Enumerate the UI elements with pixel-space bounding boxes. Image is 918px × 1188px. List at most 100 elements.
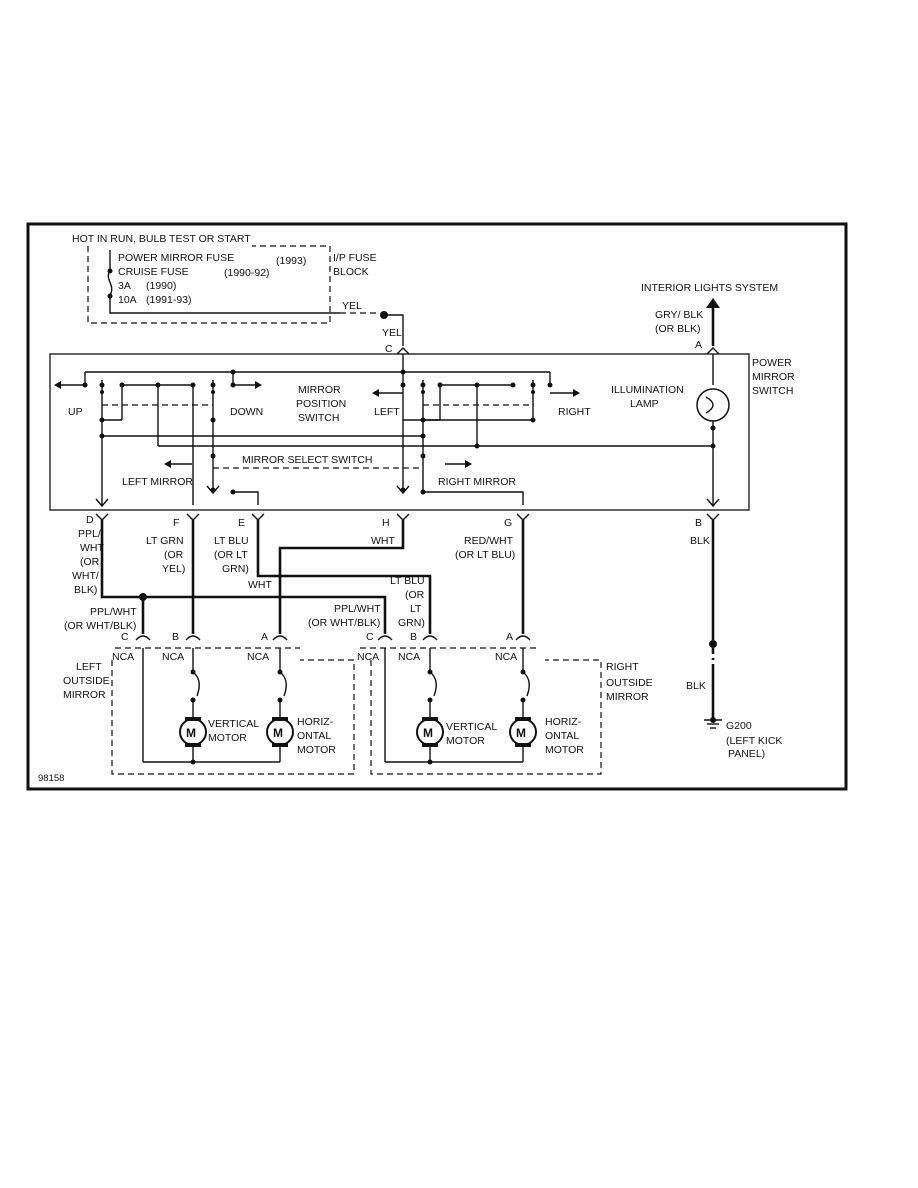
left-horizontal-motor-m: M [273, 726, 283, 740]
right-label: RIGHT [558, 406, 591, 418]
interior-lights-connection: INTERIOR LIGHTS SYSTEM GRY/ BLK (OR BLK)… [641, 282, 778, 355]
right-horizontal-label-3: MOTOR [545, 744, 584, 756]
fuse-year-1993: (1993) [276, 255, 306, 267]
ground-name: G200 [726, 720, 752, 732]
left-outside-mirror: C B A NCA NCA NCA LEFT OUTSIDE MIRROR M … [63, 631, 355, 775]
right-nca-3: NCA [495, 651, 517, 663]
power-mirror-switch-title-2: MIRROR [752, 371, 795, 383]
fuse-amp-3a: 3A [118, 280, 131, 292]
fuse-amp-10a-year: (1991-93) [146, 294, 192, 306]
power-mirror-fuse-text: POWER MIRROR FUSE [118, 252, 234, 264]
h-wire: WHT [371, 535, 395, 547]
fuse-year-1990-92: (1990-92) [224, 267, 270, 279]
power-mirror-switch-title-3: SWITCH [752, 385, 793, 397]
or-blk-wire: (OR BLK) [655, 323, 701, 335]
d-wire-4: WHT/ [72, 570, 99, 582]
e-wire-1: LT BLU [214, 535, 249, 547]
left-pin-b: B [172, 631, 179, 643]
d-wire-2: WHT [80, 542, 104, 554]
harness-wires [100, 520, 717, 718]
e-wire-3: GRN) [222, 563, 249, 575]
ppl-left-2: (OR WHT/BLK) [64, 620, 136, 632]
wht-mid-label: WHT [248, 579, 272, 591]
ground-blk-wire: BLK [686, 680, 706, 692]
d-wire-1: PPL/ [78, 528, 101, 540]
ltblu-mid-2: (OR [405, 589, 425, 601]
pin-a-label: A [695, 339, 702, 351]
ground-g200: BLK G200 (LEFT KICK PANEL) [686, 680, 782, 760]
left-pin-c: C [121, 631, 129, 643]
pin-c-label: C [385, 343, 393, 355]
ltblu-mid-1: LT BLU [390, 575, 425, 587]
right-nca-2: NCA [398, 651, 420, 663]
g-wire-2: (OR LT BLU) [455, 549, 515, 561]
fuse-amp-10a: 10A [118, 294, 137, 306]
conn-f: F [173, 517, 179, 529]
mirror-position-switch-3: SWITCH [298, 412, 339, 424]
left-vertical-motor-m: M [186, 726, 196, 740]
fuse-amp-3a-year: (1990) [146, 280, 176, 292]
mirror-position-switch-1: MIRROR [298, 384, 341, 396]
illumination-lamp-1: ILLUMINATION [611, 384, 684, 396]
yel-wire-label: YEL [382, 327, 402, 339]
hot-in-run-text: HOT IN RUN, BULB TEST OR START [72, 233, 251, 245]
conn-d: D [86, 514, 94, 526]
right-pin-a: A [506, 631, 513, 643]
right-vertical-label-2: MOTOR [446, 735, 485, 747]
ground-loc-2: PANEL) [728, 748, 765, 760]
ppl-right-2: (OR WHT/BLK) [308, 617, 380, 629]
ppl-left-1: PPL/WHT [90, 606, 137, 618]
down-label: DOWN [230, 406, 263, 418]
left-mirror-label-2: OUTSIDE [63, 675, 110, 687]
conn-g: G [504, 517, 512, 529]
b-wire: BLK [690, 535, 710, 547]
conn-b: B [695, 517, 702, 529]
conn-e: E [238, 517, 245, 529]
f-wire-3: YEL) [162, 563, 185, 575]
fuse-block: HOT IN RUN, BULB TEST OR START POWER MIR… [72, 233, 404, 346]
d-wire-3: (OR [80, 556, 100, 568]
right-outside-mirror: C B A NCA NCA NCA RIGHT OUTSIDE MIRROR M… [357, 631, 653, 775]
f-wire-1: LT GRN [146, 535, 184, 547]
right-mirror-label-2: OUTSIDE [606, 677, 653, 689]
g-wire-1: RED/WHT [464, 535, 514, 547]
left-vertical-label-1: VERTICAL [208, 718, 259, 730]
left-mirror-label: LEFT MIRROR [122, 476, 193, 488]
gry-blk-wire: GRY/ BLK [655, 309, 703, 321]
d-wire-5: BLK) [74, 584, 97, 596]
left-nca-1: NCA [112, 651, 134, 663]
up-label: UP [68, 406, 83, 418]
left-vertical-label-2: MOTOR [208, 732, 247, 744]
right-horizontal-label-1: HORIZ- [545, 716, 582, 728]
right-pin-c: C [366, 631, 374, 643]
cruise-fuse-text: CRUISE FUSE [118, 266, 189, 278]
power-mirror-switch: YEL C POWER MIRROR SWITCH UP [49, 327, 795, 511]
right-mirror-label: RIGHT MIRROR [438, 476, 516, 488]
f-wire-2: (OR [164, 549, 184, 561]
left-nca-2: NCA [162, 651, 184, 663]
mirror-position-switch-2: POSITION [296, 398, 346, 410]
ppl-right-1: PPL/WHT [334, 603, 381, 615]
right-nca-1: NCA [357, 651, 379, 663]
e-wire-2: (OR LT [214, 549, 248, 561]
right-horizontal-label-2: ONTAL [545, 730, 579, 742]
power-mirror-switch-title-1: POWER [752, 357, 792, 369]
ip-fuse-label: I/P FUSE [333, 252, 377, 264]
left-pin-a: A [261, 631, 268, 643]
left-mirror-label-3: MIRROR [63, 689, 106, 701]
mirror-select-switch-label: MIRROR SELECT SWITCH [242, 454, 372, 466]
ltblu-mid-4: GRN) [398, 617, 425, 629]
connector-row: D F E H G B PPL/ WHT (OR WHT/ BLK) LT GR… [64, 513, 720, 632]
right-pin-b: B [410, 631, 417, 643]
left-label: LEFT [374, 406, 400, 418]
left-mirror-label-1: LEFT [76, 661, 102, 673]
conn-h: H [382, 517, 390, 529]
figure-id: 98158 [38, 773, 64, 784]
diagram-frame [26, 222, 848, 791]
ground-loc-1: (LEFT KICK [726, 735, 782, 747]
left-nca-3: NCA [247, 651, 269, 663]
block-label: BLOCK [333, 266, 369, 278]
left-horizontal-label-1: HORIZ- [297, 716, 334, 728]
right-mirror-label-3: MIRROR [606, 691, 649, 703]
ltblu-mid-3: LT [410, 603, 422, 615]
